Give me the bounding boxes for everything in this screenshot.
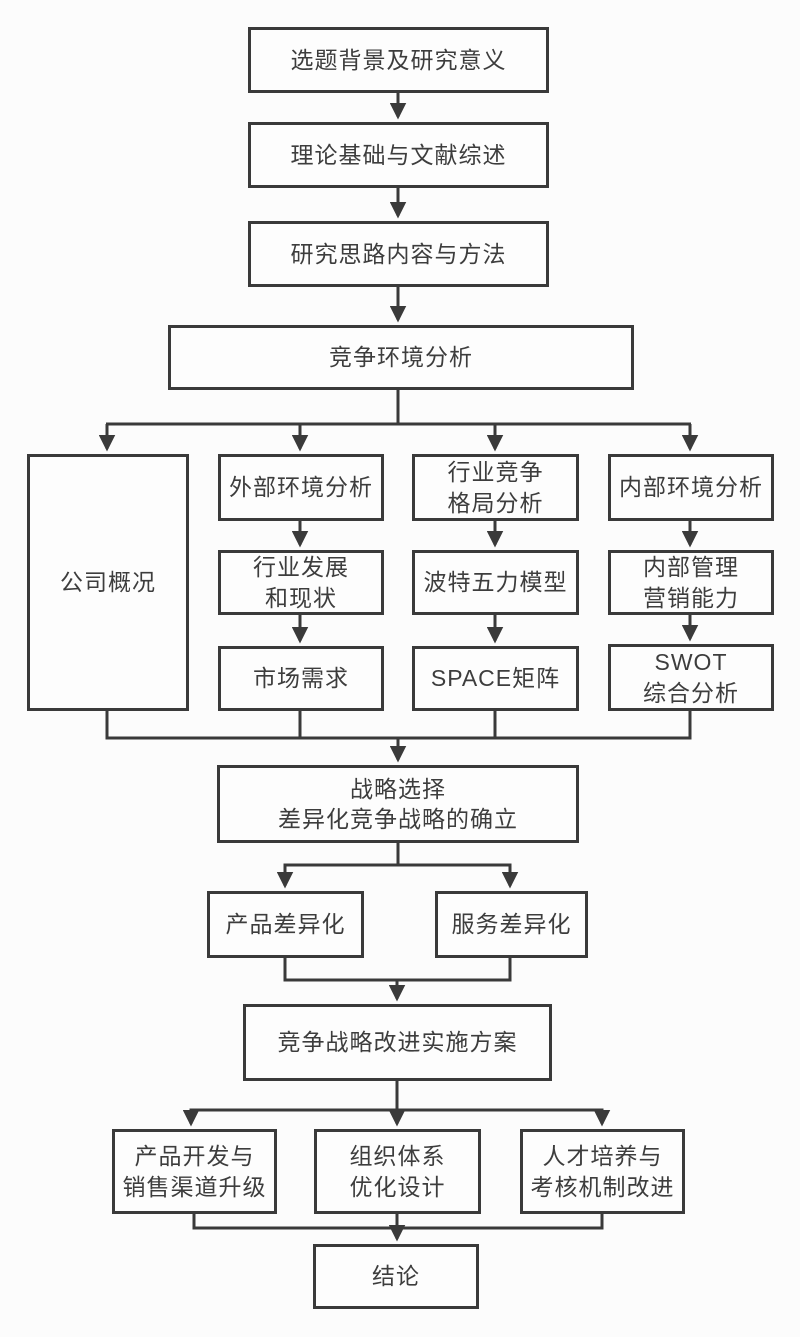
arrow-group: [98, 93, 699, 1242]
node-label: 服务差异化: [451, 911, 572, 938]
node-label: 研究思路内容与方法: [290, 240, 507, 267]
node-service-diff: 服务差异化: [435, 891, 588, 958]
node-label: SWOT: [654, 649, 728, 676]
node-research-method: 研究思路内容与方法: [248, 221, 549, 287]
node-product-dev-channel: 产品开发与 销售渠道升级: [112, 1129, 277, 1214]
node-porter-five: 波特五力模型: [412, 550, 579, 615]
node-implementation-plan: 竞争战略改进实施方案: [243, 1004, 552, 1081]
node-talent-assessment: 人才培养与 考核机制改进: [520, 1129, 685, 1214]
node-industry-pattern: 行业竞争 格局分析: [412, 454, 579, 521]
node-label: 考核机制改进: [530, 1173, 675, 1200]
node-market-demand: 市场需求: [218, 646, 384, 711]
node-label: 理论基础与文献综述: [290, 141, 507, 168]
node-org-system: 组织体系 优化设计: [314, 1129, 481, 1214]
node-label: 营销能力: [643, 584, 739, 611]
node-label: 产品差异化: [225, 911, 346, 938]
node-label: 战略选择: [350, 775, 446, 802]
node-label: 产品开发与: [134, 1143, 255, 1170]
node-label: 竞争战略改进实施方案: [277, 1029, 518, 1056]
node-industry-dev: 行业发展 和现状: [218, 550, 384, 615]
node-competitive-env: 竞争环境分析: [168, 325, 634, 390]
node-theory-literature: 理论基础与文献综述: [248, 122, 549, 188]
node-label: 波特五力模型: [423, 569, 568, 596]
node-label: 内部管理: [643, 554, 739, 581]
node-label: 组织体系: [349, 1143, 446, 1170]
node-label: 公司概况: [60, 569, 156, 596]
node-label: 行业竞争: [447, 459, 544, 486]
node-label: 和现状: [265, 584, 337, 611]
node-label: 综合分析: [643, 679, 739, 706]
node-space-matrix: SPACE矩阵: [412, 646, 579, 711]
node-label: 外部环境分析: [229, 474, 373, 501]
node-external-env: 外部环境分析: [218, 454, 384, 521]
node-label: 选题背景及研究意义: [290, 46, 507, 73]
node-strategy-choice: 战略选择 差异化竞争战略的确立: [217, 765, 579, 843]
node-label: 人才培养与: [542, 1143, 663, 1170]
node-label: 销售渠道升级: [122, 1173, 267, 1200]
node-product-diff: 产品差异化: [207, 891, 364, 958]
node-swot-analysis: SWOT 综合分析: [608, 644, 774, 711]
node-label: 竞争环境分析: [329, 344, 473, 371]
node-conclusion: 结论: [313, 1244, 479, 1309]
node-internal-env: 内部环境分析: [608, 454, 774, 521]
node-label: 优化设计: [349, 1173, 446, 1200]
node-company-overview: 公司概况: [27, 454, 189, 711]
node-label: 市场需求: [253, 665, 349, 692]
node-internal-mgmt: 内部管理 营销能力: [608, 550, 774, 615]
node-label: 格局分析: [447, 489, 544, 516]
node-label: SPACE矩阵: [430, 665, 561, 692]
node-label: 差异化竞争战略的确立: [278, 806, 518, 832]
node-label: 结论: [372, 1263, 420, 1290]
node-topic-background: 选题背景及研究意义: [248, 27, 549, 93]
node-label: 内部环境分析: [619, 474, 763, 501]
node-label: 行业发展: [253, 554, 349, 581]
